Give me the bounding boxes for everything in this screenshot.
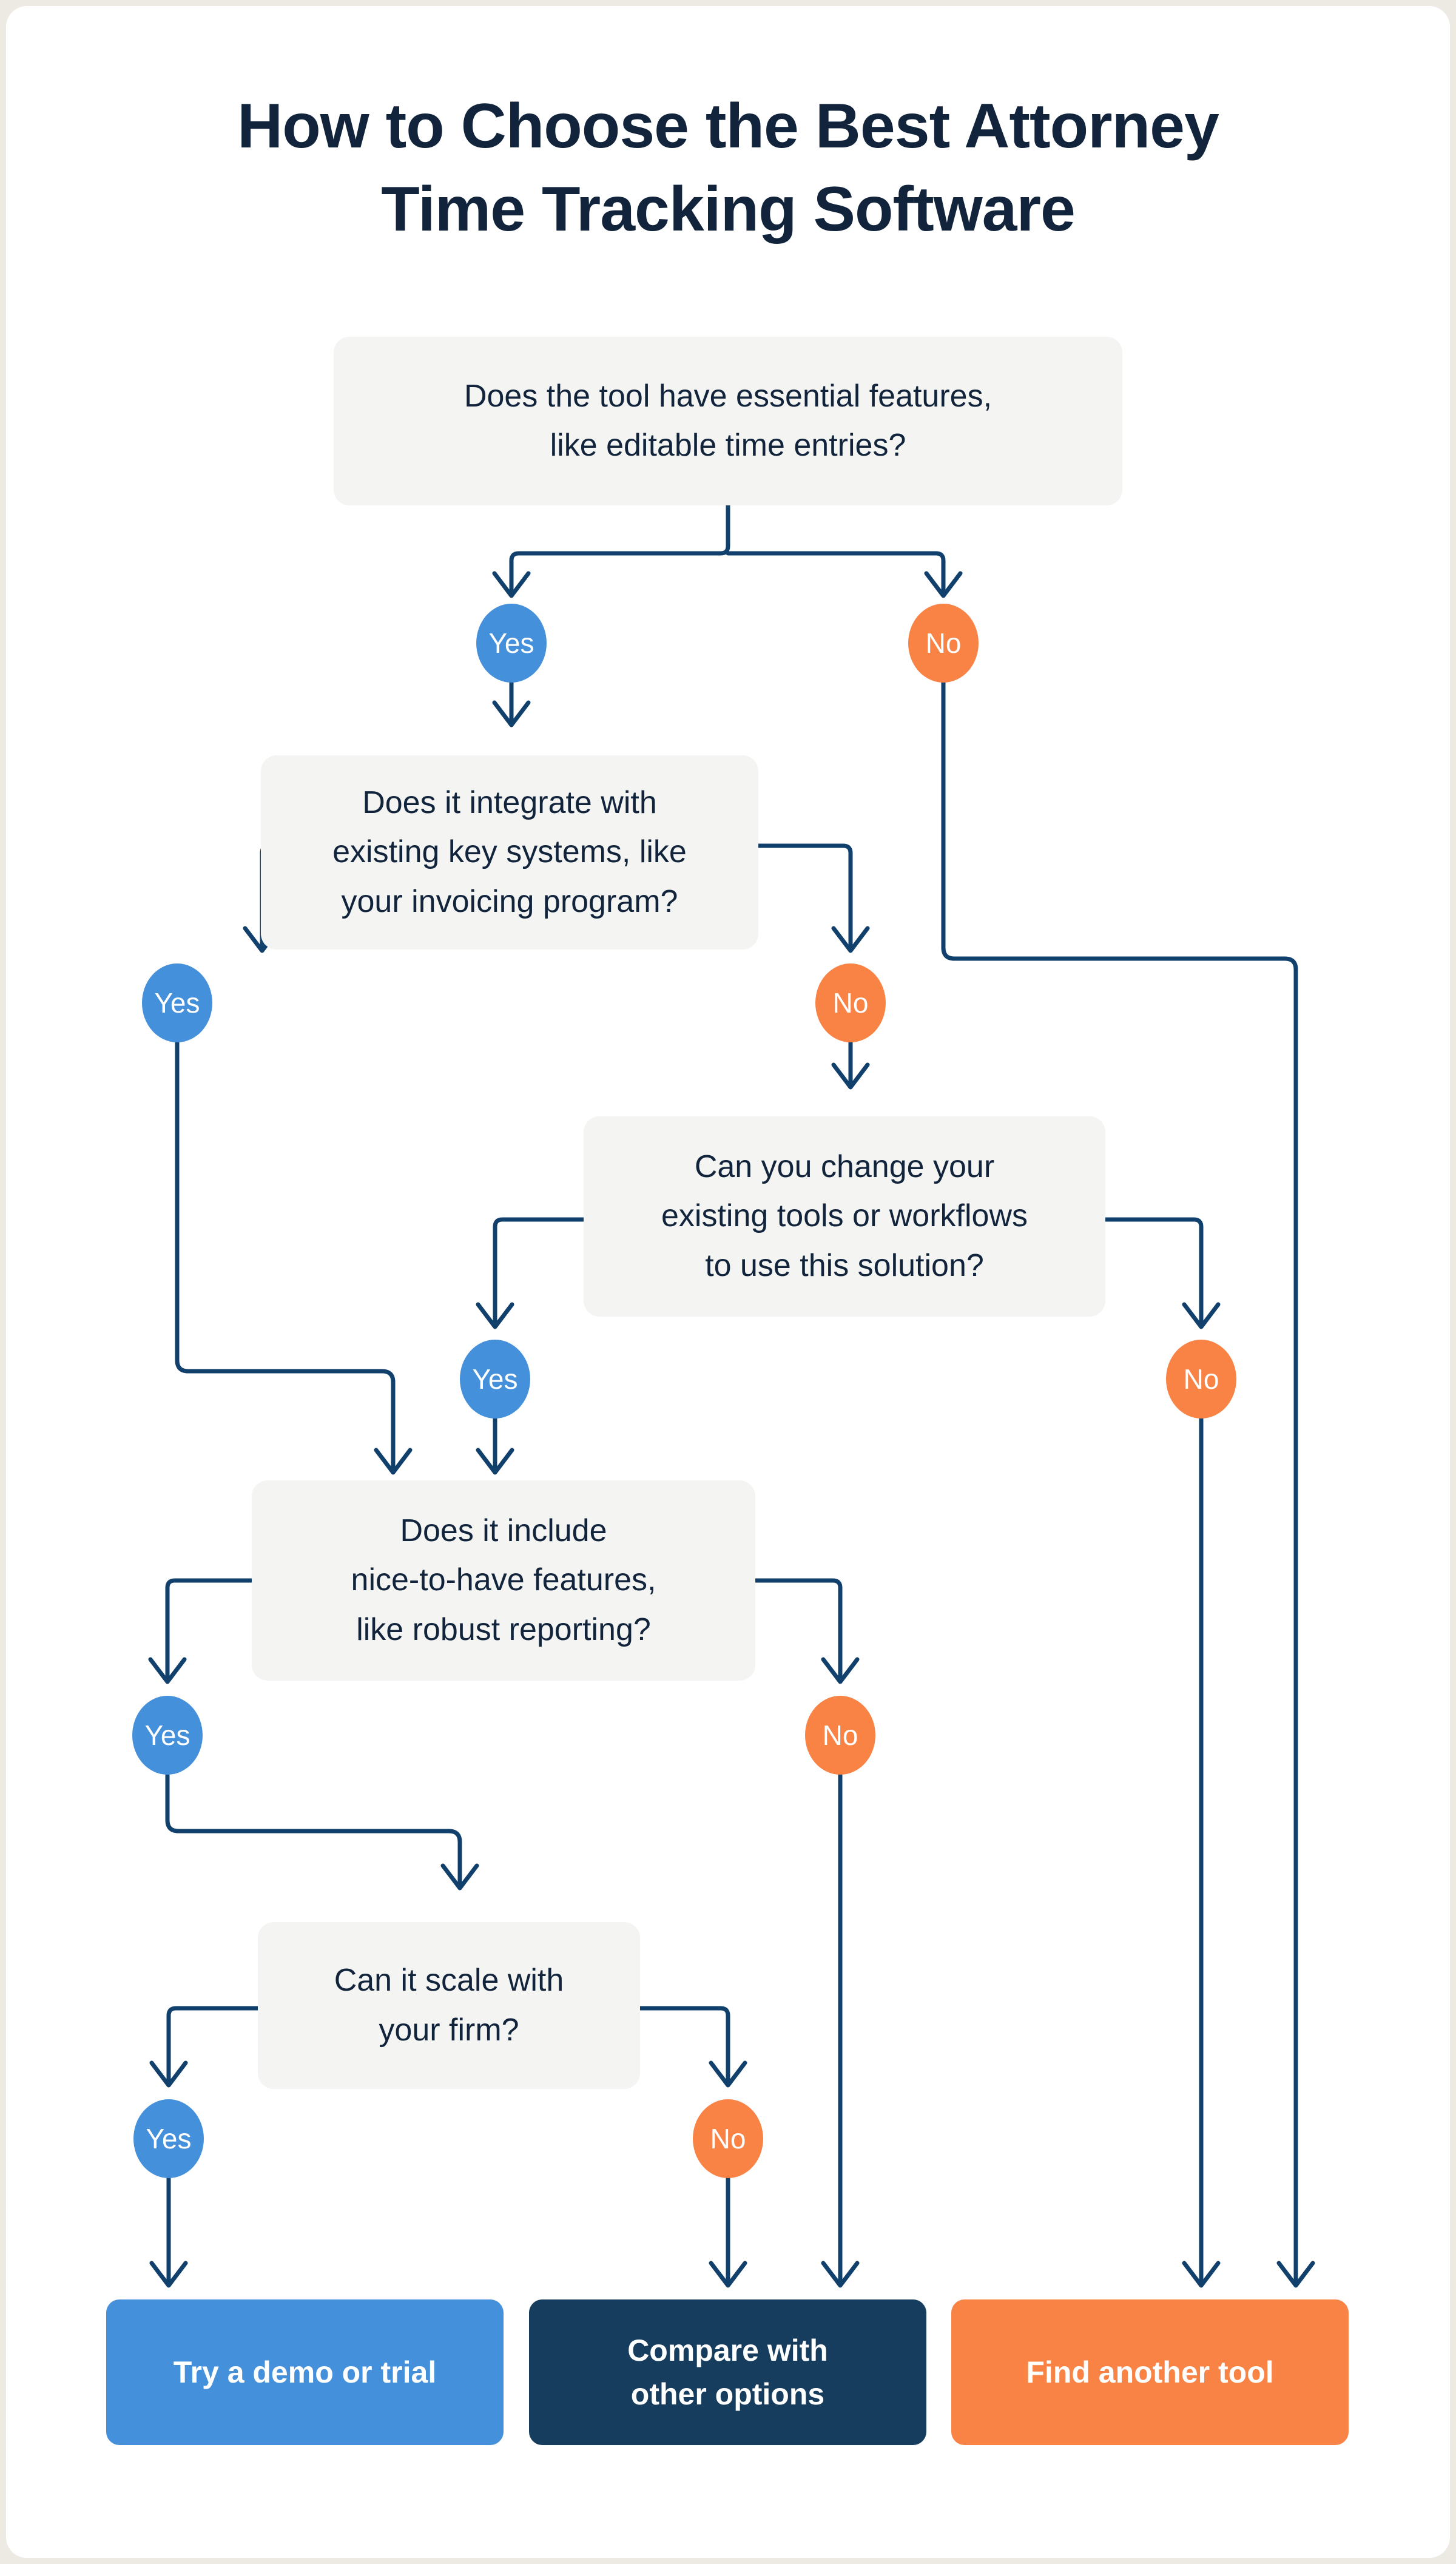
page-title: How to Choose the Best Attorney Time Tra… [0,85,1456,252]
page-title-line-2: Time Tracking Software [381,174,1076,245]
r3-line-1: Find another tool [1026,2355,1274,2389]
decision-box-q5[interactable]: Can it scale with your firm? [258,1922,640,2089]
branch-pill-q4-yes[interactable]: Yes [132,1696,203,1775]
q5-line-1: Can it scale with [334,1963,564,1999]
q3-line-2: existing tools or workflows [661,1198,1028,1234]
q2-line-1: Does it integrate with [362,785,657,821]
branch-pill-label: Yes [154,987,200,1019]
decision-box-q4[interactable]: Does it include nice-to-have features, l… [252,1480,755,1681]
decision-box-q3[interactable]: Can you change your existing tools or wo… [584,1116,1105,1317]
outcome-box-compare[interactable]: Compare with other options [529,2299,926,2445]
branch-pill-label: No [822,1719,858,1751]
q4-line-3: like robust reporting? [356,1611,651,1647]
decision-box-q1[interactable]: Does the tool have essential features, l… [334,337,1122,505]
q2-line-3: your invoicing program? [341,883,678,919]
branch-pill-label: Yes [488,627,534,659]
q1-line-1: Does the tool have essential features, [463,378,993,414]
branch-pill-label: No [925,627,962,659]
branch-pill-q5-yes[interactable]: Yes [133,2099,204,2178]
branch-pill-q1-yes[interactable]: Yes [476,604,547,683]
branch-pill-q2-no[interactable]: No [815,963,886,1042]
branch-pill-label: Yes [472,1363,518,1395]
branch-pill-q3-yes[interactable]: Yes [460,1340,530,1419]
branch-pill-label: No [832,987,869,1019]
branch-pill-q3-no[interactable]: No [1166,1340,1236,1419]
r2-line-1: Compare with [627,2333,828,2367]
branch-pill-q2-yes[interactable]: Yes [142,963,212,1042]
branch-pill-q1-no[interactable]: No [908,604,979,683]
outcome-box-try-demo[interactable]: Try a demo or trial [106,2299,504,2445]
r1-line-1: Try a demo or trial [173,2355,437,2389]
q3-line-3: to use this solution? [705,1247,984,1283]
branch-pill-label: Yes [144,1719,190,1751]
branch-pill-label: Yes [146,2123,192,2154]
branch-pill-q4-no[interactable]: No [805,1696,875,1775]
branch-pill-label: No [1183,1363,1219,1395]
q4-line-2: nice-to-have features, [351,1562,656,1598]
q2-line-2: existing key systems, like [332,834,687,870]
q5-line-2: your firm? [379,2012,519,2048]
q3-line-1: Can you change your [694,1149,995,1185]
q4-line-1: Does it include [400,1513,607,1549]
q1-line-2: like editable time entries? [550,428,906,463]
decision-box-q2[interactable]: Does it integrate with existing key syst… [261,755,758,950]
r2-line-2: other options [630,2377,825,2411]
branch-pill-q5-no[interactable]: No [693,2099,763,2178]
branch-pill-label: No [710,2123,746,2154]
outcome-box-find-another[interactable]: Find another tool [951,2299,1349,2445]
page-title-line-1: How to Choose the Best Attorney [237,91,1219,161]
